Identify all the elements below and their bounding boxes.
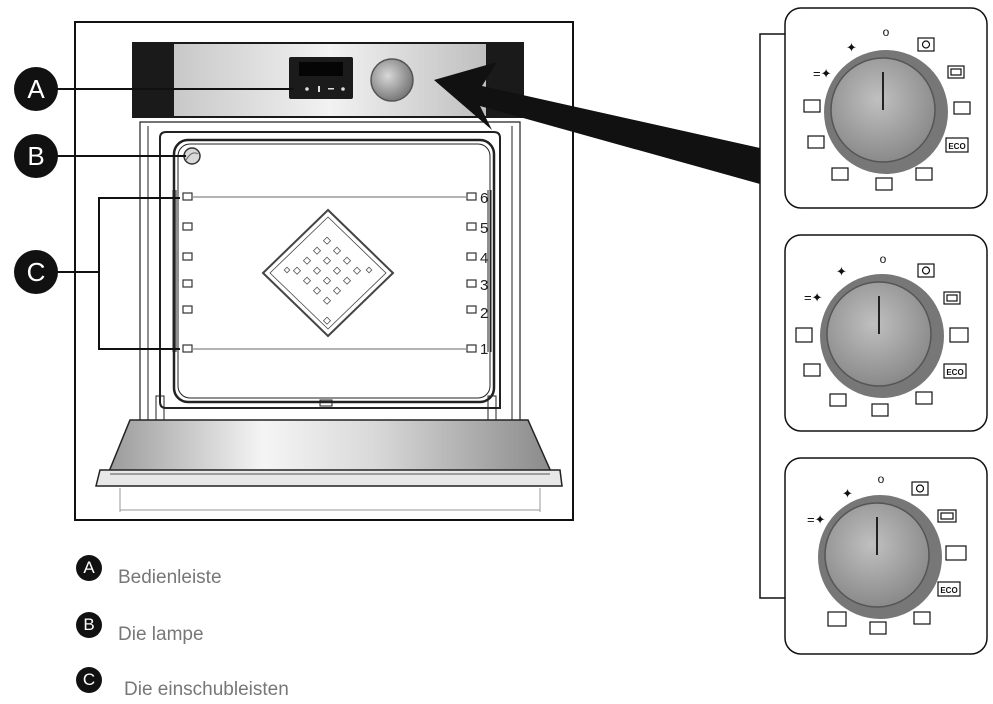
legend-c-badge: C bbox=[76, 667, 102, 693]
knob-1-eco: ECO bbox=[948, 142, 965, 151]
fan-grille bbox=[261, 208, 395, 338]
shelf-number-4: 4 bbox=[480, 250, 488, 267]
svg-text:✦: ✦ bbox=[836, 264, 847, 279]
shelf-level-6 bbox=[182, 192, 477, 201]
knob-2-eco: ECO bbox=[946, 368, 963, 377]
panels-bracket bbox=[759, 33, 786, 599]
callout-b-letter: B bbox=[27, 141, 44, 171]
pointer-arrow bbox=[434, 62, 760, 184]
shelf-numbers: 6 5 4 3 2 1 bbox=[480, 190, 488, 358]
svg-text:✦: ✦ bbox=[842, 486, 853, 501]
legend-b-badge: B bbox=[76, 612, 102, 638]
svg-text:✦: ✦ bbox=[846, 40, 857, 55]
legend-item-b: B Die lampe bbox=[76, 612, 376, 648]
legend-b-label: Die lampe bbox=[118, 624, 204, 645]
knob-panel-3: o ECO ✦ =✦ bbox=[784, 457, 988, 655]
legend-c-label: Die einschubleisten bbox=[124, 679, 289, 700]
callout-c-letter: C bbox=[27, 257, 46, 287]
legend-item-c: C Die einschubleisten bbox=[76, 667, 376, 703]
svg-text:=✦: =✦ bbox=[807, 512, 826, 527]
knob-panel-1: o ECO ✦ =✦ bbox=[784, 7, 988, 209]
svg-text:=✦: =✦ bbox=[804, 290, 823, 305]
knob-panel-2: o ECO ✦ =✦ bbox=[784, 234, 988, 432]
shelf-number-1: 1 bbox=[480, 341, 488, 358]
knob-2-symbols bbox=[795, 263, 969, 417]
callout-a-letter: A bbox=[27, 74, 45, 104]
knob-1-symbols bbox=[803, 37, 971, 191]
knob-3-top-mark: o bbox=[878, 472, 885, 486]
shelf-number-3: 3 bbox=[480, 277, 488, 294]
knob-3-eco: ECO bbox=[940, 586, 957, 595]
callout-b: B bbox=[14, 134, 186, 178]
shelf-number-5: 5 bbox=[480, 220, 488, 237]
knob-3-symbols bbox=[827, 481, 967, 635]
knob-2-top-mark: o bbox=[880, 252, 887, 266]
selector-knob bbox=[370, 58, 414, 102]
legend-a-label: Bedienleiste bbox=[118, 567, 222, 588]
oven-lamp bbox=[183, 147, 201, 165]
legend-item-a: A Bedienleiste bbox=[76, 555, 376, 591]
svg-text:=✦: =✦ bbox=[813, 66, 832, 81]
knob-1-top-mark: o bbox=[883, 25, 890, 39]
shelf-rails bbox=[182, 192, 477, 353]
shelf-number-2: 2 bbox=[480, 305, 488, 322]
callout-c: C bbox=[14, 197, 180, 350]
oven-door bbox=[95, 419, 563, 512]
shelf-number-6: 6 bbox=[480, 190, 488, 207]
shelf-level-1 bbox=[182, 344, 477, 353]
callout-a: A bbox=[14, 67, 294, 111]
legend-a-badge: A bbox=[76, 555, 102, 581]
